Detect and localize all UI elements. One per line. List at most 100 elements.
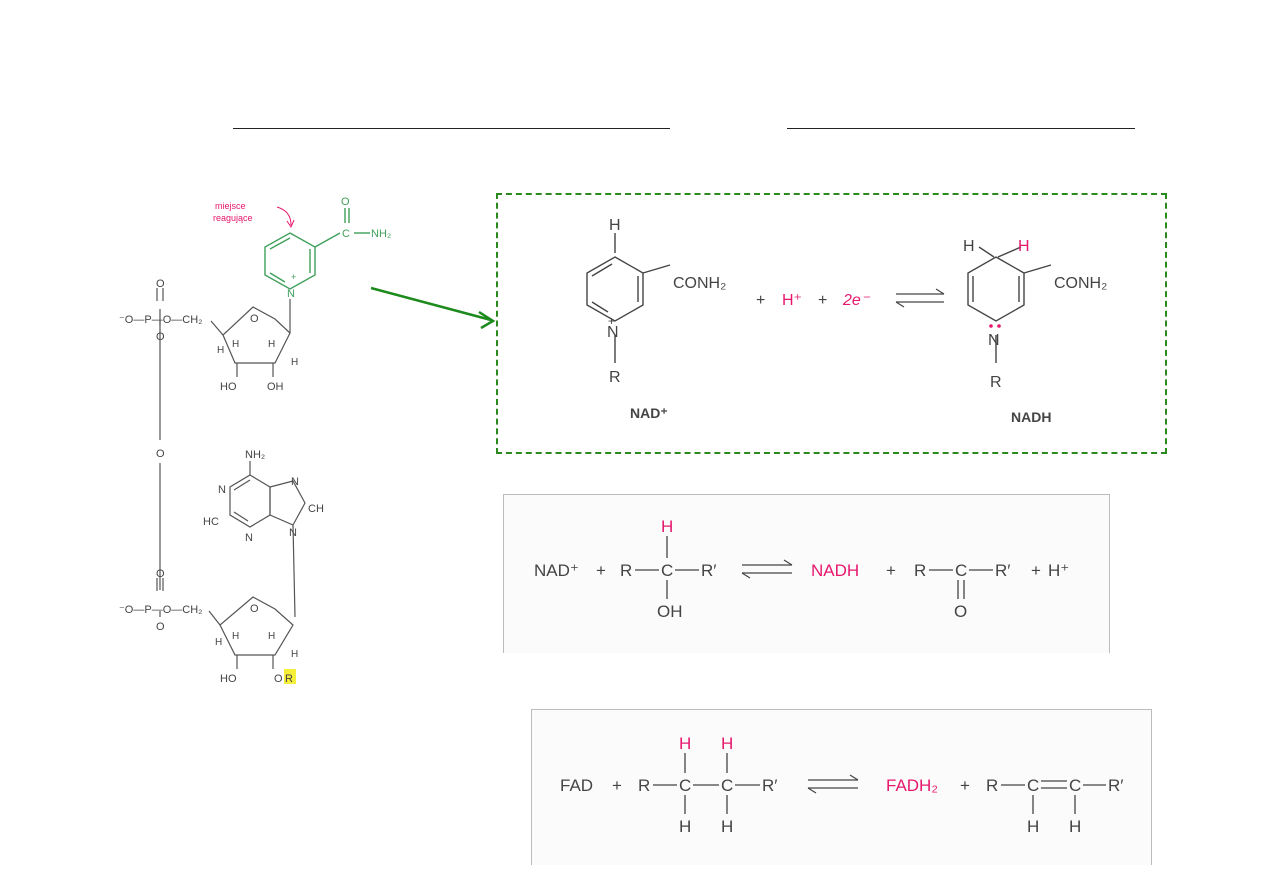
nicotinamide-ring [264, 208, 370, 290]
nad-plus-1: + [756, 292, 765, 309]
ribose-bot-ho: HO [220, 673, 237, 685]
alc-h: H [661, 517, 673, 536]
ribose-top-h3: H [268, 339, 275, 350]
ring-n: N [287, 288, 295, 300]
nadh-h-left: H [963, 238, 975, 255]
nadh-h-right: H [1018, 238, 1030, 255]
alc-nad: NAD⁺ [534, 561, 579, 580]
fad-h1-bot: H [679, 817, 691, 836]
adenine-n1: N [218, 484, 226, 496]
ring-o-bottom: O [250, 603, 259, 615]
nad-h-plus: H⁺ [782, 292, 802, 309]
fad-h2-bot: H [721, 817, 733, 836]
amide-c: C [342, 228, 350, 240]
adenine-ring [229, 461, 306, 618]
fad-r2: R [986, 776, 998, 795]
nad-equilibrium-arrow [895, 288, 945, 308]
adenine-ch: CH [308, 503, 324, 515]
title-underline-left [233, 128, 670, 129]
ribose-top-oh: OH [267, 381, 284, 393]
fad-equilibrium-arrow [807, 774, 859, 794]
nadh-conh2: CONH₂ [1054, 275, 1107, 292]
phosphate-top-o-up: O [156, 278, 165, 290]
fad-plus-1: + [612, 776, 622, 795]
alc-c2: C [955, 561, 967, 580]
ribose-bot-h4: H [291, 649, 298, 660]
fad-h1-top: H [679, 734, 691, 753]
nadh-label: NADH [1011, 409, 1051, 425]
fad-c1: C [679, 776, 691, 795]
title-underline-right [787, 128, 1135, 129]
ring-o-top: O [250, 313, 259, 325]
nadh-r: R [990, 374, 1002, 391]
fad-fad: FAD [560, 776, 593, 795]
ribose-top-h4: H [291, 357, 298, 368]
nad-structure: miejsce reagujące O C NH₂ N + O ⁻O—P—O—C… [119, 196, 391, 685]
fad-r2-prime: R′ [1108, 776, 1123, 795]
ribose-bot-h1: H [215, 637, 222, 648]
lone-pair-1 [989, 324, 993, 328]
alc-plus-3: + [1031, 561, 1041, 580]
nad-r: R [609, 369, 621, 386]
adenine-nh2: NH₂ [245, 449, 265, 461]
alcohol-reaction-panel: NAD⁺ + R C R′ H OH NADH + R C R′ O + H⁺ [503, 494, 1110, 653]
nad-two-e: 2e⁻ [842, 292, 871, 309]
alc-plus-1: + [596, 561, 606, 580]
nad-h-top: H [609, 217, 621, 234]
phosphate-bottom-o-down: O [156, 621, 165, 633]
alc-r2: R [914, 561, 926, 580]
phosphate-bottom: ⁻O—P—O—CH₂ [119, 604, 202, 616]
nad-plus-2: + [818, 292, 827, 309]
site-label-line1: miejsce [215, 201, 246, 211]
amide-nh2: NH₂ [371, 228, 391, 240]
alc-r-prime: R′ [701, 561, 716, 580]
alcohol-reaction-svg: NAD⁺ + R C R′ H OH NADH + R C R′ O + H⁺ [534, 517, 1069, 621]
site-arrow [276, 206, 292, 226]
alc-o: O [954, 602, 967, 621]
yellow-highlight-r [284, 669, 296, 684]
phosphate-top: ⁻O—P—O—CH₂ [119, 314, 202, 326]
alc-h-plus: H⁺ [1048, 561, 1069, 580]
fad-h2-top: H [721, 734, 733, 753]
fad-c4: C [1069, 776, 1081, 795]
ribose-top-h2: H [232, 339, 239, 350]
adenine-n9: N [289, 527, 297, 539]
fad-plus-2: + [960, 776, 970, 795]
ribose-top-h1: H [217, 345, 224, 356]
fad-h4-bot: H [1069, 817, 1081, 836]
site-label-line2: reagujące [213, 213, 253, 223]
nad-reaction-panel: H CONH₂ N + R + H⁺ + 2e⁻ H H CONH₂ [496, 193, 1167, 454]
ribose-bot-h2: H [232, 631, 239, 642]
alc-nadh: NADH [811, 561, 859, 580]
adenine-n3: N [245, 532, 253, 544]
alc-c: C [661, 561, 673, 580]
ribose-bot-o: O [274, 673, 283, 685]
fad-h3-bot: H [1027, 817, 1039, 836]
ribose-bot-r: R [285, 673, 293, 685]
fad-fadh2: FADH₂ [886, 776, 938, 795]
pointer-arrow [370, 286, 496, 330]
adenine-n7: N [291, 476, 299, 488]
ribose-bot-h3: H [268, 631, 275, 642]
nad-conh2: CONH₂ [673, 275, 726, 292]
nad-n: N [607, 324, 619, 341]
bridge-o: O [156, 448, 165, 460]
carbonyl-o: O [341, 196, 350, 208]
lone-pair-2 [997, 324, 1001, 328]
fad-r-prime: R′ [762, 776, 777, 795]
phosphate-bottom-o-up: O [156, 568, 165, 580]
fad-r: R [638, 776, 650, 795]
fad-c2: C [721, 776, 733, 795]
alc-plus-2: + [886, 561, 896, 580]
fad-reaction-svg: FAD + R C C R′ H H H H FADH₂ + R C C R′ [560, 734, 1123, 836]
fad-reaction-panel: FAD + R C C R′ H H H H FADH₂ + R C C R′ [531, 709, 1152, 865]
nad-reaction-svg: H CONH₂ N + R + H⁺ + 2e⁻ H H CONH₂ [586, 217, 1107, 425]
ring-n-charge: + [291, 272, 296, 282]
ribose-top-ho: HO [220, 381, 237, 393]
adenine-hc: HC [203, 516, 219, 528]
alc-equilibrium-arrow [741, 559, 793, 579]
alc-oh: OH [657, 602, 683, 621]
nad-label: NAD⁺ [630, 405, 668, 421]
nad-n-charge: + [608, 314, 615, 328]
fad-c3: C [1027, 776, 1039, 795]
